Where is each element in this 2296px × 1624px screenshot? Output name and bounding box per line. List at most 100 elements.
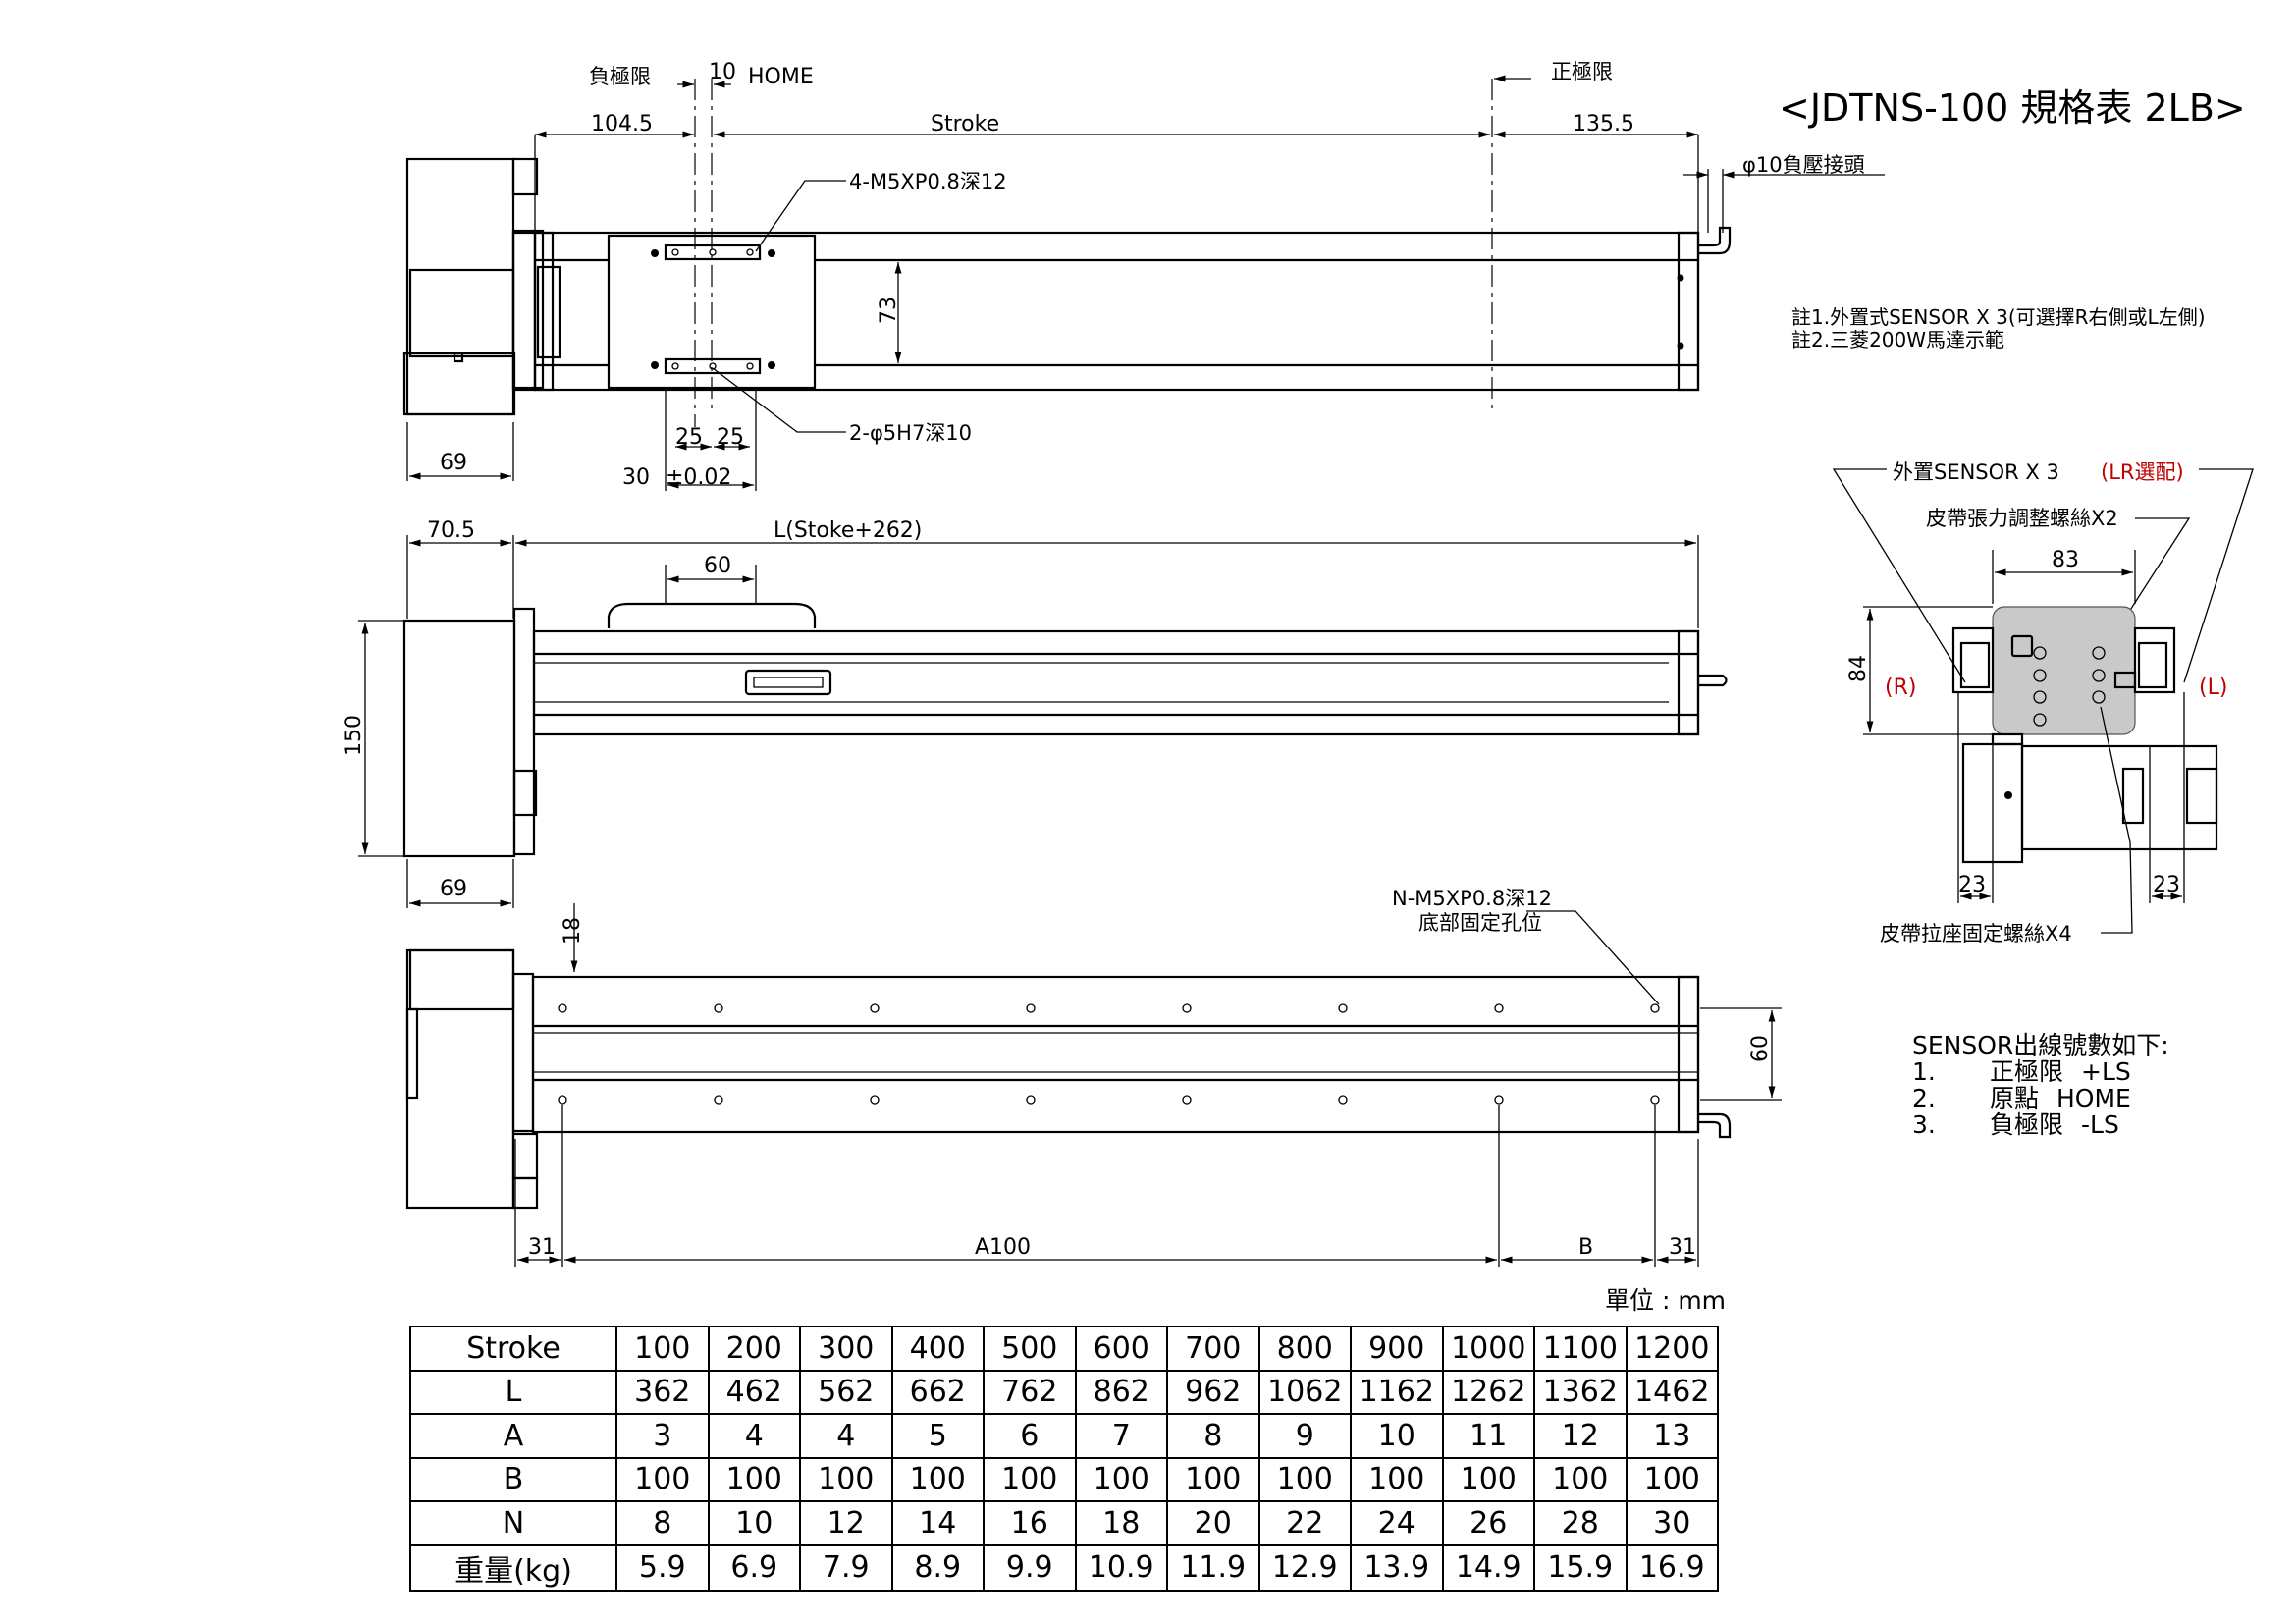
table-cell: 18 xyxy=(1074,1500,1168,1546)
table-cell: 1062 xyxy=(1257,1369,1352,1415)
sensor-item-2-name: 原點 xyxy=(1990,1084,2039,1112)
note-1: 註1.外置式SENSOR X 3(可選擇R右側或L左側) xyxy=(1791,305,2206,329)
table-cell: 4 xyxy=(799,1413,893,1459)
sensor-item-3-name: 負極限 xyxy=(1990,1110,2063,1139)
table-cell: 462 xyxy=(707,1369,801,1415)
dim-25-a: 25 xyxy=(675,425,703,450)
table-cell: 862 xyxy=(1074,1369,1168,1415)
table-cell: 6.9 xyxy=(707,1543,801,1592)
table-cell: 562 xyxy=(799,1369,893,1415)
table-cell: 13 xyxy=(1625,1413,1719,1459)
dim-25-b: 25 xyxy=(717,425,744,450)
table-cell: 8 xyxy=(1166,1413,1260,1459)
bottom-holes-label-1: N-M5XP0.8深12 xyxy=(1392,887,1552,910)
row-header: N xyxy=(409,1500,617,1546)
pin-holes-label: 2-φ5H7深10 xyxy=(849,421,972,445)
table-cell: 100 xyxy=(1625,1456,1719,1502)
table-cell: 6 xyxy=(983,1413,1077,1459)
row-header: L xyxy=(409,1369,617,1415)
table-cell: 11 xyxy=(1441,1413,1535,1459)
table-cell: 662 xyxy=(890,1369,985,1415)
table-cell: 200 xyxy=(707,1326,801,1372)
sensor-item-1-name: 正極限 xyxy=(1990,1057,2063,1086)
table-cell: 400 xyxy=(890,1326,985,1372)
table-cell: 100 xyxy=(1074,1456,1168,1502)
bottom-holes-label-2: 底部固定孔位 xyxy=(1418,911,1542,935)
table-cell: 4 xyxy=(707,1413,801,1459)
dim-31-a: 31 xyxy=(528,1235,556,1260)
table-cell: 1100 xyxy=(1533,1326,1628,1372)
table-cell: 14.9 xyxy=(1441,1543,1535,1592)
table-cell: 22 xyxy=(1257,1500,1352,1546)
table-cell: 962 xyxy=(1166,1369,1260,1415)
table-cell: 500 xyxy=(983,1326,1077,1372)
note-2: 註2.三菱200W馬達示範 xyxy=(1791,328,2004,352)
table-cell: 15.9 xyxy=(1533,1543,1628,1592)
table-cell: 762 xyxy=(983,1369,1077,1415)
dim-a100: A100 xyxy=(975,1235,1031,1260)
table-cell: 100 xyxy=(707,1456,801,1502)
table-cell: 13.9 xyxy=(1350,1543,1444,1592)
table-cell: 1262 xyxy=(1441,1369,1535,1415)
sensor-item-2-code: HOME xyxy=(2056,1084,2131,1112)
row-header: B xyxy=(409,1456,617,1502)
neg-limit-label: 負極限 xyxy=(589,65,651,88)
sensor-wiring: SENSOR出線號數如下: 1. 正極限 +LS 2. 原點 HOME 3. 負… xyxy=(1912,1031,2169,1139)
sensor-option: (LR選配) xyxy=(2101,460,2184,484)
sensor-item-3-code: -LS xyxy=(2081,1110,2119,1139)
table-cell: 100 xyxy=(1350,1456,1444,1502)
table-cell: 1462 xyxy=(1625,1369,1719,1415)
dim-69-top: 69 xyxy=(440,451,467,475)
table-cell: 9.9 xyxy=(983,1543,1077,1592)
sensor-item-3-no: 3. xyxy=(1912,1110,1936,1139)
home-label: HOME xyxy=(748,65,814,89)
table-cell: 10.9 xyxy=(1074,1543,1168,1592)
table-cell: 100 xyxy=(799,1456,893,1502)
air-fitting-label: φ10負壓接頭 xyxy=(1742,153,1865,177)
dim-73: 73 xyxy=(877,297,901,324)
dim-150: 150 xyxy=(342,715,366,756)
table-cell: 12.9 xyxy=(1257,1543,1352,1592)
dim-30: 30 xyxy=(622,465,650,490)
dim-31-b: 31 xyxy=(1669,1235,1696,1260)
motor-front xyxy=(402,619,516,858)
front-view: 70.5 L(Stoke+262) 60 150 69 xyxy=(342,518,1728,908)
dim-84: 84 xyxy=(1846,655,1871,682)
table-cell: 600 xyxy=(1074,1326,1168,1372)
table-cell: 7 xyxy=(1074,1413,1168,1459)
pos-limit-label: 正極限 xyxy=(1551,60,1613,83)
bottom-holes xyxy=(558,1003,1660,1105)
table-cell: 700 xyxy=(1166,1326,1260,1372)
dim-60-bottom: 60 xyxy=(1748,1035,1773,1062)
table-cell: 28 xyxy=(1533,1500,1628,1546)
row-header: A xyxy=(409,1413,617,1459)
row-header: 重量(kg) xyxy=(409,1543,617,1592)
table-cell: 20 xyxy=(1166,1500,1260,1546)
table-cell: 100 xyxy=(615,1456,710,1502)
table-cell: 100 xyxy=(1533,1456,1628,1502)
table-cell: 5.9 xyxy=(615,1543,710,1592)
dim-23-b: 23 xyxy=(2153,873,2180,897)
table-cell: 900 xyxy=(1350,1326,1444,1372)
dim-18: 18 xyxy=(561,917,585,945)
table-cell: 1000 xyxy=(1441,1326,1535,1372)
table-cell: 12 xyxy=(1533,1413,1628,1459)
table-cell: 300 xyxy=(799,1326,893,1372)
dim-70-5: 70.5 xyxy=(427,518,475,543)
table-cell: 30 xyxy=(1625,1500,1719,1546)
table-cell: 100 xyxy=(890,1456,985,1502)
row-header: Stroke xyxy=(409,1326,617,1372)
table-cell: 5 xyxy=(890,1413,985,1459)
table-cell: 9 xyxy=(1257,1413,1352,1459)
side-view: 外置SENSOR X 3 (LR選配) 皮帶張力調整螺絲X2 83 84 (R) xyxy=(1832,460,2254,946)
table-cell: 3 xyxy=(615,1413,710,1459)
side-l-label: (L) xyxy=(2199,676,2227,700)
tolerance: ±0.02 xyxy=(666,465,731,490)
